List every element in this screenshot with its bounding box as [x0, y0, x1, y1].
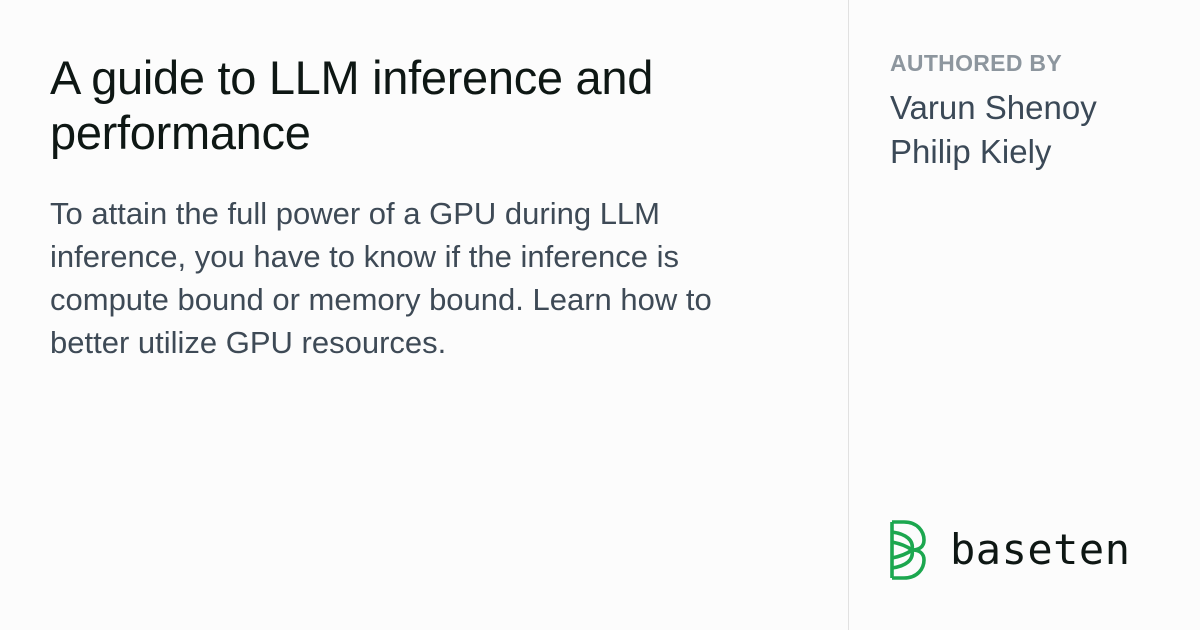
author-name-1: Varun Shenoy — [890, 89, 1097, 126]
article-info: A guide to LLM inference and performance… — [50, 50, 810, 364]
baseten-logo-icon — [890, 520, 926, 580]
article-title: A guide to LLM inference and performance — [50, 50, 810, 160]
article-description: To attain the full power of a GPU during… — [50, 196, 712, 360]
authored-by-label: AUTHORED BY — [890, 50, 1062, 76]
author-list: Varun Shenoy Philip Kiely — [890, 86, 1180, 174]
vertical-divider — [848, 0, 849, 630]
author-name-2: Philip Kiely — [890, 133, 1052, 170]
article-title-line-1: A guide to LLM inference and — [50, 51, 654, 104]
brand-name: baseten — [950, 525, 1131, 574]
article-title-line-2: performance — [50, 106, 311, 159]
authors-panel: AUTHORED BY Varun Shenoy Philip Kiely — [890, 50, 1180, 174]
brand-logo: baseten — [888, 520, 1131, 580]
